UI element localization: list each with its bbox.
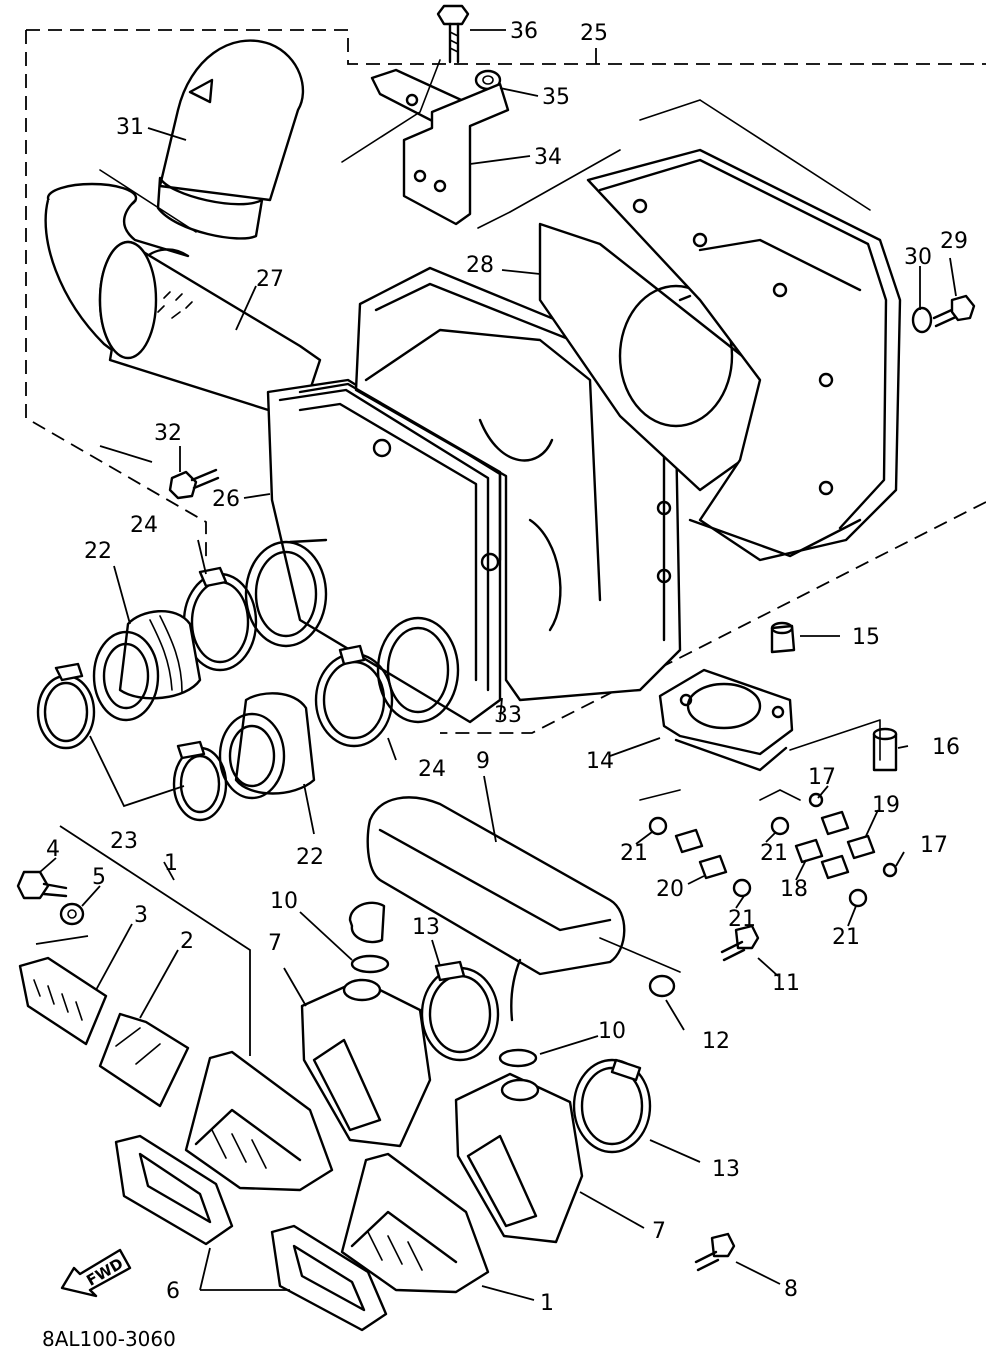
callout-35: 35 <box>542 85 570 110</box>
gasket-6-upper <box>114 1134 234 1246</box>
callout-20: 20 <box>656 877 684 902</box>
callout-32: 32 <box>154 421 182 446</box>
o-ring-10-upper <box>350 954 390 974</box>
carb-body-14 <box>658 668 794 772</box>
bolt-32 <box>168 468 220 500</box>
callout-16: 16 <box>932 735 960 760</box>
callout-23: 23 <box>110 829 138 854</box>
bolt-11 <box>720 924 760 962</box>
elbow-duct-27 <box>44 182 322 422</box>
callout-1-lower: 1 <box>540 1291 554 1316</box>
callout-24-lower: 24 <box>418 757 446 782</box>
reed-stopper-2 <box>98 1012 190 1108</box>
callout-21-b: 21 <box>760 841 788 866</box>
callout-15: 15 <box>852 625 880 650</box>
bolt-29 <box>932 294 976 328</box>
callout-4: 4 <box>46 837 60 862</box>
tank-9-guideline <box>599 937 681 973</box>
callout-6: 6 <box>166 1279 180 1304</box>
intake-duct-31 <box>156 39 305 240</box>
carb-guidelines <box>639 719 881 801</box>
callout-labels: 36 25 35 34 31 27 28 29 30 32 26 24 22 2… <box>46 19 968 1316</box>
callout-33: 33 <box>494 703 522 728</box>
callout-17-upper: 17 <box>808 765 836 790</box>
callout-30: 30 <box>904 245 932 270</box>
callout-7-upper: 7 <box>268 931 282 956</box>
callout-13-lower: 13 <box>712 1157 740 1182</box>
callout-7-lower: 7 <box>652 1219 666 1244</box>
callout-24-upper: 24 <box>130 513 158 538</box>
callout-21-a: 21 <box>620 841 648 866</box>
reed-valve-3 <box>18 956 108 1046</box>
callout-9: 9 <box>476 749 490 774</box>
callout-22-upper: 22 <box>84 539 112 564</box>
callout-17-lower: 17 <box>920 833 948 858</box>
bolt-36 <box>436 4 470 64</box>
callout-28: 28 <box>466 253 494 278</box>
reed-block-1-lower <box>340 1152 490 1294</box>
joint-22-upper <box>92 609 202 722</box>
washer-5 <box>59 902 85 926</box>
clamp-13-lower <box>572 1058 652 1154</box>
clamp-24-upper <box>182 566 258 672</box>
callout-11: 11 <box>772 971 800 996</box>
manifold-7-lower <box>454 1072 584 1244</box>
duct-31-guideline <box>99 169 197 233</box>
screw-4 <box>16 870 68 900</box>
clamp-23-lower <box>172 740 228 822</box>
callout-12: 12 <box>702 1029 730 1054</box>
callout-3: 3 <box>134 903 148 928</box>
nut-12 <box>648 974 676 998</box>
part-code: 8AL100-3060 <box>42 1327 176 1351</box>
clips-21 <box>648 816 868 908</box>
tube-lower <box>376 616 460 724</box>
airbox-cover-25 <box>586 148 902 562</box>
manifold-7-upper <box>300 978 432 1148</box>
gasket-6-lower <box>270 1224 388 1332</box>
assembly-boundary-25 <box>25 29 986 734</box>
seal-33 <box>298 382 502 562</box>
clamp-13-upper <box>420 960 500 1062</box>
bracket-34 <box>370 68 510 226</box>
callout-36: 36 <box>510 19 538 44</box>
reed-block-1-upper <box>184 1050 334 1192</box>
callout-25: 25 <box>580 21 608 46</box>
joint-22-lower <box>218 692 316 800</box>
callout-21-d: 21 <box>832 925 860 950</box>
callout-31: 31 <box>116 115 144 140</box>
leader-lines <box>35 29 957 1301</box>
callout-13-upper: 13 <box>412 915 440 940</box>
callout-18: 18 <box>780 877 808 902</box>
clips-17 <box>808 792 898 878</box>
airbox-case-26 <box>266 378 502 724</box>
clamp-23-upper <box>36 662 96 750</box>
callout-14: 14 <box>586 749 614 774</box>
cover-group-outline <box>639 99 871 211</box>
callout-26: 26 <box>212 487 240 512</box>
callout-19: 19 <box>872 793 900 818</box>
callout-22-lower: 22 <box>296 845 324 870</box>
tank-9 <box>348 796 626 1022</box>
forward-direction-arrow: FWD <box>60 1248 132 1298</box>
o-ring-10-lower <box>498 1048 538 1068</box>
callout-5: 5 <box>92 865 106 890</box>
callout-10-upper: 10 <box>270 889 298 914</box>
callout-29: 29 <box>940 229 968 254</box>
callout-2: 2 <box>180 929 194 954</box>
callout-1-upper: 1 <box>164 851 178 876</box>
callout-21-c: 21 <box>728 907 756 932</box>
washer-30 <box>911 306 933 334</box>
callout-8: 8 <box>784 1277 798 1302</box>
callout-10-lower: 10 <box>598 1019 626 1044</box>
float-16 <box>872 727 898 772</box>
hose-18-19-20 <box>674 810 876 880</box>
callout-34: 34 <box>534 145 562 170</box>
callout-27: 27 <box>256 267 284 292</box>
cap-15 <box>770 621 796 654</box>
bracket-group-outline <box>341 59 621 229</box>
bolt-8 <box>694 1232 736 1272</box>
tube-upper <box>244 538 328 648</box>
